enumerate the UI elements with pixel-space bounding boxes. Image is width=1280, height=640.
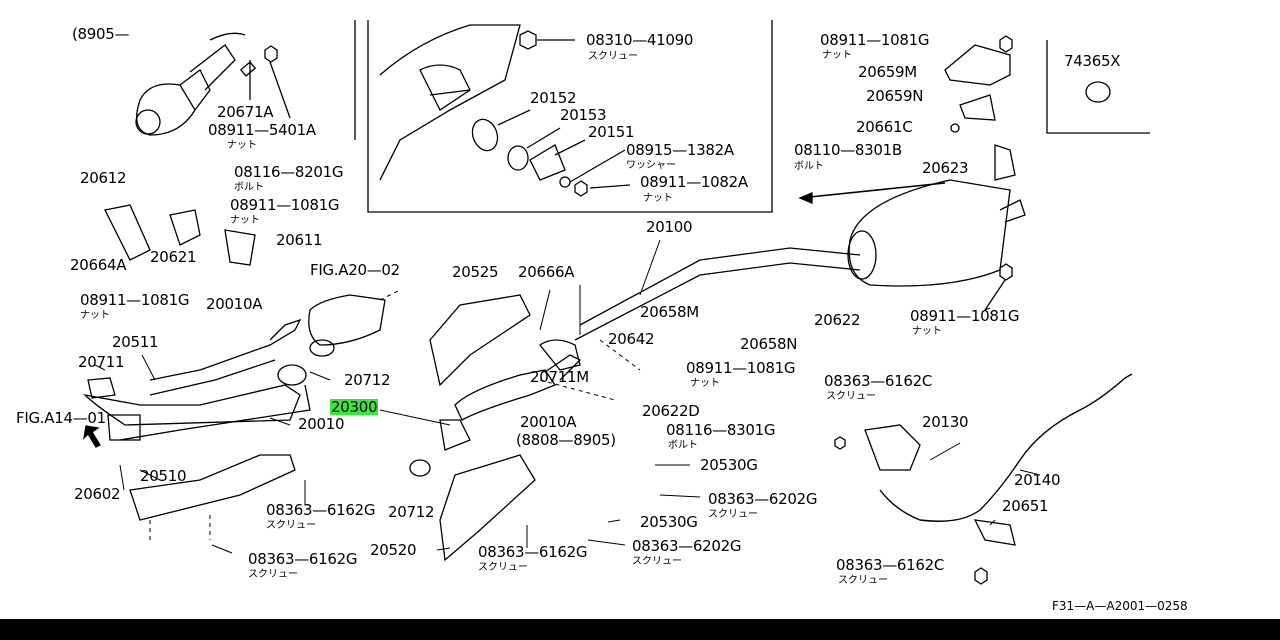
- label-20623: 20623: [922, 159, 969, 177]
- label-08911-1082a-sub: ナット: [643, 193, 673, 204]
- label-20659m: 20659M: [858, 63, 917, 81]
- label-08911-1081g-right-sub: ナット: [912, 326, 942, 337]
- label-08911-1082a: 08911—1082A: [640, 173, 748, 191]
- muffler-assembly: [798, 35, 1026, 311]
- label-20530g-a: 20530G: [700, 456, 758, 474]
- main-pipe: [574, 239, 861, 341]
- label-08116-8201g-sub: ボルト: [234, 182, 264, 193]
- label-20520: 20520: [370, 541, 417, 559]
- label-20651: 20651: [1002, 497, 1049, 515]
- label-08911-1081g-center: 08911—1081G: [686, 359, 796, 377]
- label-20153: 20153: [560, 106, 607, 124]
- label-20642: 20642: [608, 330, 655, 348]
- label-20622: 20622: [814, 311, 861, 329]
- label-08363-6162g-b-sub: スクリュー: [478, 562, 528, 573]
- inset-catalyst: [135, 32, 291, 136]
- label-20659n: 20659N: [866, 87, 924, 105]
- label-08363-6202g-a-sub: スクリュー: [708, 509, 758, 520]
- label-08911-5401a-sub: ナット: [227, 140, 257, 151]
- label-08363-6162c-top: 08363—6162C: [824, 372, 933, 390]
- dashed-lines: [149, 289, 641, 540]
- label-08363-6162g-c: 08363—6162G: [248, 550, 358, 568]
- label-08363-6162g-c-sub: スクリュー: [248, 569, 298, 580]
- label-08911-1081g-top-sub: ナット: [822, 50, 852, 61]
- front-pipe: [83, 204, 386, 521]
- label-08363-6162g-b: 08363—6162G: [478, 543, 588, 561]
- label-08911-5401a: 08911—5401A: [208, 121, 316, 139]
- label-20658n: 20658N: [740, 335, 798, 353]
- label-08310-41090: 08310—41090: [586, 31, 694, 49]
- label-20300-highlight: 20300: [330, 398, 379, 416]
- label-08363-6202g-a: 08363—6202G: [708, 490, 818, 508]
- label-08110-8301b: 08110—8301B: [794, 141, 902, 159]
- bottom-bar: [0, 619, 1280, 640]
- label-20712-bottom: 20712: [388, 503, 435, 521]
- leader-lines: [94, 285, 1041, 554]
- inset-frames: [354, 20, 1150, 213]
- label-08911-1081g-left2-sub: ナット: [80, 310, 110, 321]
- label-08363-6162g-a-sub: スクリュー: [266, 520, 316, 531]
- label-20152: 20152: [530, 89, 577, 107]
- label-8808-8905: (8808—8905): [516, 431, 616, 449]
- label-fig-a14-01: FIG.A14—01: [16, 409, 106, 427]
- label-20511: 20511: [112, 333, 159, 351]
- center-pipe: [409, 294, 582, 562]
- label-20711m: 20711M: [530, 368, 589, 386]
- label-20602: 20602: [74, 485, 121, 503]
- label-08363-6202g-b-sub: スクリュー: [632, 556, 682, 567]
- label-08116-8201g: 08116—8201G: [234, 163, 344, 181]
- label-20661c: 20661C: [856, 118, 913, 136]
- label-20525: 20525: [452, 263, 499, 281]
- label-20712-top: 20712: [344, 371, 391, 389]
- label-08911-1081g-left2: 08911—1081G: [80, 291, 190, 309]
- label-08911-1081g-right: 08911—1081G: [910, 307, 1020, 325]
- cable-assembly: [834, 373, 1133, 585]
- label-20151: 20151: [588, 123, 635, 141]
- label-20611: 20611: [276, 231, 323, 249]
- label-20666a: 20666A: [518, 263, 575, 281]
- label-08911-1081g-left-sub: ナット: [230, 215, 260, 226]
- label-fig-a20-02: FIG.A20—02: [310, 261, 400, 279]
- label-20140: 20140: [1014, 471, 1061, 489]
- label-08915-1382a: 08915—1382A: [626, 141, 734, 159]
- inset-silencer: [379, 24, 631, 197]
- label-08363-6162c-bottom-sub: スクリュー: [838, 575, 888, 586]
- label-20664a: 20664A: [70, 256, 127, 274]
- label-20612: 20612: [80, 169, 127, 187]
- label-20711: 20711: [78, 353, 125, 371]
- fig-a14-arrow: [83, 425, 101, 448]
- label-08363-6162c-bottom: 08363—6162C: [836, 556, 945, 574]
- label-20010: 20010: [298, 415, 345, 433]
- label-20010a-top: 20010A: [206, 295, 263, 313]
- label-08915-1382a-sub: ワッシャー: [626, 160, 676, 171]
- label-74365x: 74365X: [1064, 52, 1121, 70]
- label-20100: 20100: [646, 218, 693, 236]
- label-08363-6202g-b: 08363—6202G: [632, 537, 742, 555]
- label-08911-1081g-center-sub: ナット: [690, 378, 720, 389]
- label-20621: 20621: [150, 248, 197, 266]
- diagram-code: F31—A—A2001—0258: [1052, 599, 1188, 613]
- label-08110-8301b-sub: ボルト: [794, 161, 824, 172]
- label-20622d: 20622D: [642, 402, 700, 420]
- plug-74365x: [1085, 81, 1111, 103]
- label-08363-6162c-top-sub: スクリュー: [826, 391, 876, 402]
- label-20130: 20130: [922, 413, 969, 431]
- label-20510: 20510: [140, 467, 187, 485]
- label-08310-41090-sub: スクリュー: [588, 51, 638, 62]
- label-20530g-b: 20530G: [640, 513, 698, 531]
- label-08363-6162g-a: 08363—6162G: [266, 501, 376, 519]
- label-8905: (8905—: [72, 25, 130, 43]
- label-08911-1081g-top: 08911—1081G: [820, 31, 930, 49]
- label-20010a-mid: 20010A: [520, 413, 577, 431]
- label-08911-1081g-left: 08911—1081G: [230, 196, 340, 214]
- label-20671a: 20671A: [217, 103, 274, 121]
- label-20658m: 20658M: [640, 303, 699, 321]
- label-08116-8301g: 08116—8301G: [666, 421, 776, 439]
- label-08116-8301g-sub: ボルト: [668, 440, 698, 451]
